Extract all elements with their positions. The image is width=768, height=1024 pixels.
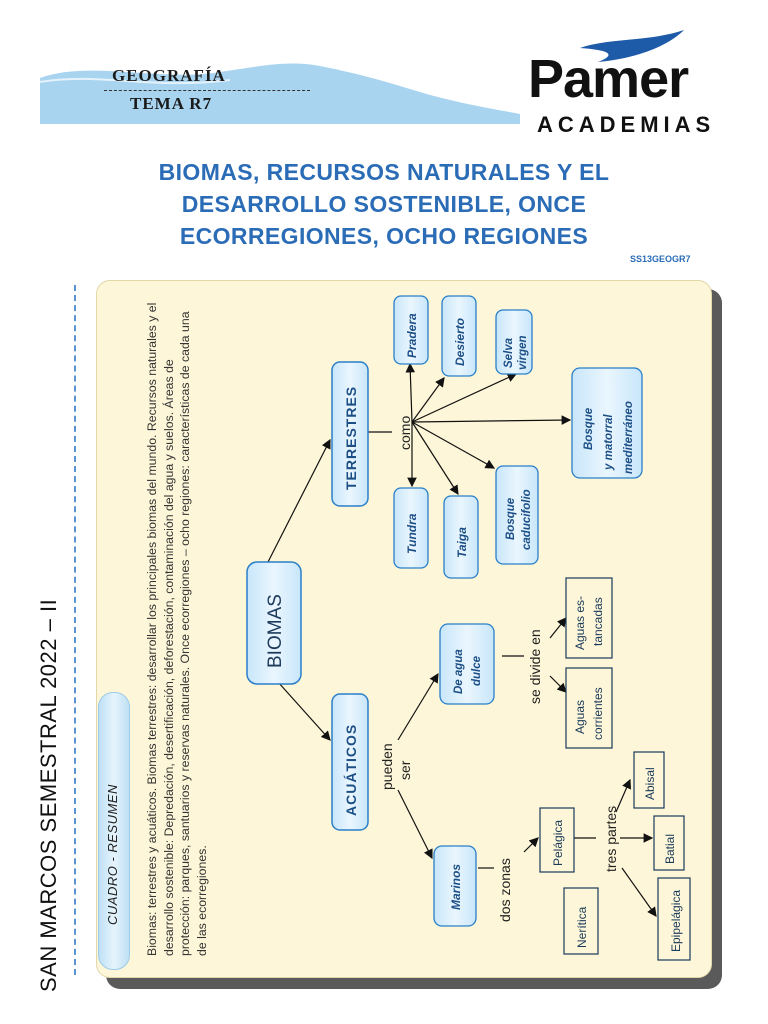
subject-title: GEOGRAFÍA bbox=[112, 66, 226, 85]
svg-text:y matorral: y matorral bbox=[603, 414, 615, 471]
svg-text:dulce: dulce bbox=[471, 655, 483, 686]
node-aguas-corrientes: Aguas corrientes bbox=[565, 667, 613, 749]
page-title: BIOMAS, RECURSOS NATURALES Y EL DESARROL… bbox=[60, 156, 708, 252]
connector-se-divide-en: se divide en bbox=[527, 629, 543, 704]
svg-text:mediterráneo: mediterráneo bbox=[623, 401, 635, 474]
title-line-3: ECORREGIONES, OCHO REGIONES bbox=[179, 223, 589, 249]
header-wave-graphic bbox=[39, 63, 520, 124]
node-batial-label: Batial bbox=[663, 834, 677, 864]
brand-swoosh-icon bbox=[580, 30, 684, 62]
node-batial: Batial bbox=[653, 815, 685, 871]
node-selva-virgen: Selva virgen bbox=[495, 309, 533, 375]
node-taiga-label: Taiga bbox=[455, 527, 469, 558]
node-selva-label-1: Selva bbox=[503, 337, 515, 368]
node-biomas-label: BIOMAS bbox=[265, 594, 286, 668]
node-terrestres: TERRESTRES bbox=[331, 361, 369, 507]
node-selva-label-2: virgen bbox=[517, 335, 529, 370]
brand-subtitle: ACADEMIAS bbox=[537, 112, 716, 137]
connector-como: como bbox=[397, 416, 413, 450]
node-abisal: Abisal bbox=[633, 751, 665, 809]
svg-text:De agua: De agua bbox=[453, 649, 465, 694]
node-aguas-estancadas-line-1: Aguas es- bbox=[573, 596, 587, 650]
node-marinos-label: Marinos bbox=[449, 864, 463, 910]
concept-map-connectors bbox=[267, 362, 657, 917]
connector-dos-zonas: dos zonas bbox=[497, 858, 513, 922]
node-bosque-caducifolio: Bosque caducifolio bbox=[495, 465, 539, 565]
header-divider bbox=[104, 90, 310, 91]
node-agua-dulce: De agua dulce bbox=[439, 623, 495, 705]
node-pelagica-label: Pelágica bbox=[551, 820, 565, 866]
document-code: SS13GEOGR7 bbox=[630, 254, 691, 264]
connector-tres-partes: tres partes bbox=[603, 806, 619, 872]
node-neritica-label: Nerítica bbox=[575, 906, 589, 948]
node-epipelagica: Epipelágica bbox=[657, 877, 691, 961]
connector-pueden: pueden bbox=[379, 743, 395, 790]
title-line-1: BIOMAS, RECURSOS NATURALES Y EL bbox=[158, 159, 610, 185]
node-tundra: Tundra bbox=[393, 487, 429, 569]
node-marinos: Marinos bbox=[433, 845, 477, 927]
brand-logo: Pamer bbox=[528, 49, 689, 109]
node-taiga: Taiga bbox=[443, 495, 479, 579]
node-epipelagica-label: Epipelágica bbox=[669, 890, 683, 952]
node-terrestres-label: TERRESTRES bbox=[343, 386, 359, 490]
node-aguas-estancadas-line-2: tancadas bbox=[591, 597, 605, 646]
svg-text:Bosque: Bosque bbox=[583, 407, 595, 450]
node-neritica: Nerítica bbox=[563, 887, 599, 955]
connector-ser: ser bbox=[397, 760, 413, 780]
sidebar-divider bbox=[74, 285, 76, 975]
node-desierto-label: Desierto bbox=[453, 318, 467, 366]
summary-tab: CUADRO - RESUMEN bbox=[98, 692, 130, 970]
svg-text:Bosque: Bosque bbox=[505, 497, 517, 540]
node-desierto: Desierto bbox=[441, 295, 477, 377]
node-tundra-label: Tundra bbox=[405, 513, 419, 554]
node-biomas: BIOMAS bbox=[246, 561, 302, 685]
node-acuaticos: ACUÁTICOS bbox=[331, 693, 369, 831]
node-pradera-label: Pradera bbox=[405, 313, 419, 358]
node-aguas-corrientes-line-2: corrientes bbox=[591, 687, 605, 740]
node-pradera: Pradera bbox=[393, 295, 429, 365]
node-abisal-label: Abisal bbox=[643, 767, 657, 800]
topic-title: TEMA R7 bbox=[130, 94, 213, 113]
title-line-2: DESARROLLO SOSTENIBLE, ONCE bbox=[181, 191, 587, 217]
node-pelagica: Pelágica bbox=[539, 807, 575, 873]
node-aguas-corrientes-line-1: Aguas bbox=[573, 700, 587, 734]
svg-text:caducifolio: caducifolio bbox=[521, 489, 533, 550]
node-bosque-mediterraneo: Bosque y matorral mediterráneo bbox=[571, 367, 643, 479]
node-acuaticos-label: ACUÁTICOS bbox=[343, 724, 359, 816]
node-aguas-estancadas: Aguas es- tancadas bbox=[565, 577, 613, 659]
